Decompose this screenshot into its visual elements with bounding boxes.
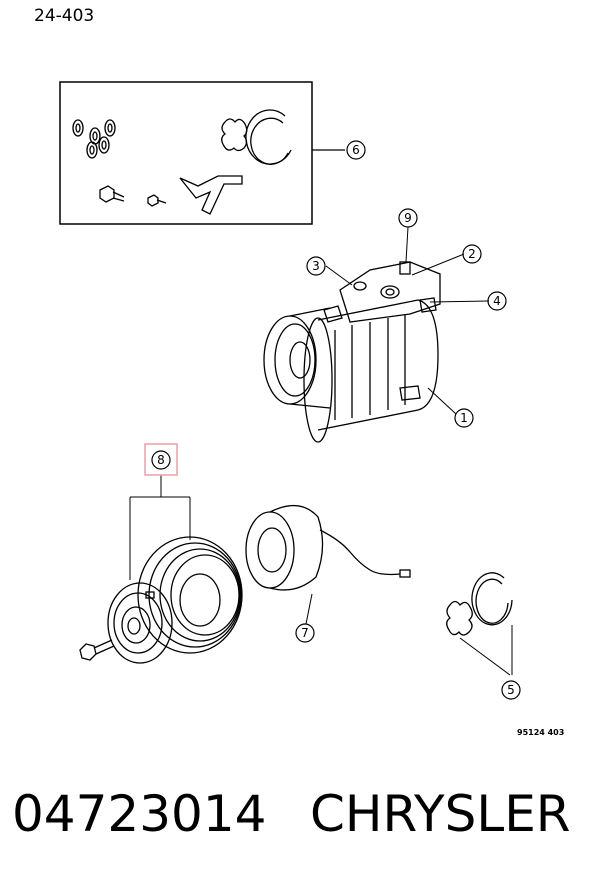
page-code: 24-403 [34,6,95,26]
pulley-bolt [79,639,115,661]
shim-and-snap-ring [446,572,513,636]
callout-8: 8 [157,453,165,467]
callout-4: 4 [493,294,501,308]
callout-5: 5 [507,683,515,697]
clutch-pulley [137,536,243,654]
highlight-box [144,443,178,476]
callout-3: 3 [312,259,320,273]
field-coil [245,505,411,591]
parts-diagram: 6 9 2 3 4 1 7 5 8 95124 403 [59,81,564,737]
diagram-reference: 95124 403 [517,728,564,737]
part-number: 04723014 [12,785,267,843]
callout-2: 2 [468,247,476,261]
leader-lines [129,226,513,676]
callout-9: 9 [404,211,412,225]
footer: 04723014 CHRYSLER [12,785,592,843]
callout-7: 7 [301,626,309,640]
brand-name: CHRYSLER [310,785,571,843]
callout-1: 1 [460,411,468,425]
callout-6: 6 [352,143,360,157]
seal-kit-box [59,81,345,225]
pressure-plate [107,582,173,664]
compressor-assembly [263,261,441,443]
callout-circles [151,140,521,700]
